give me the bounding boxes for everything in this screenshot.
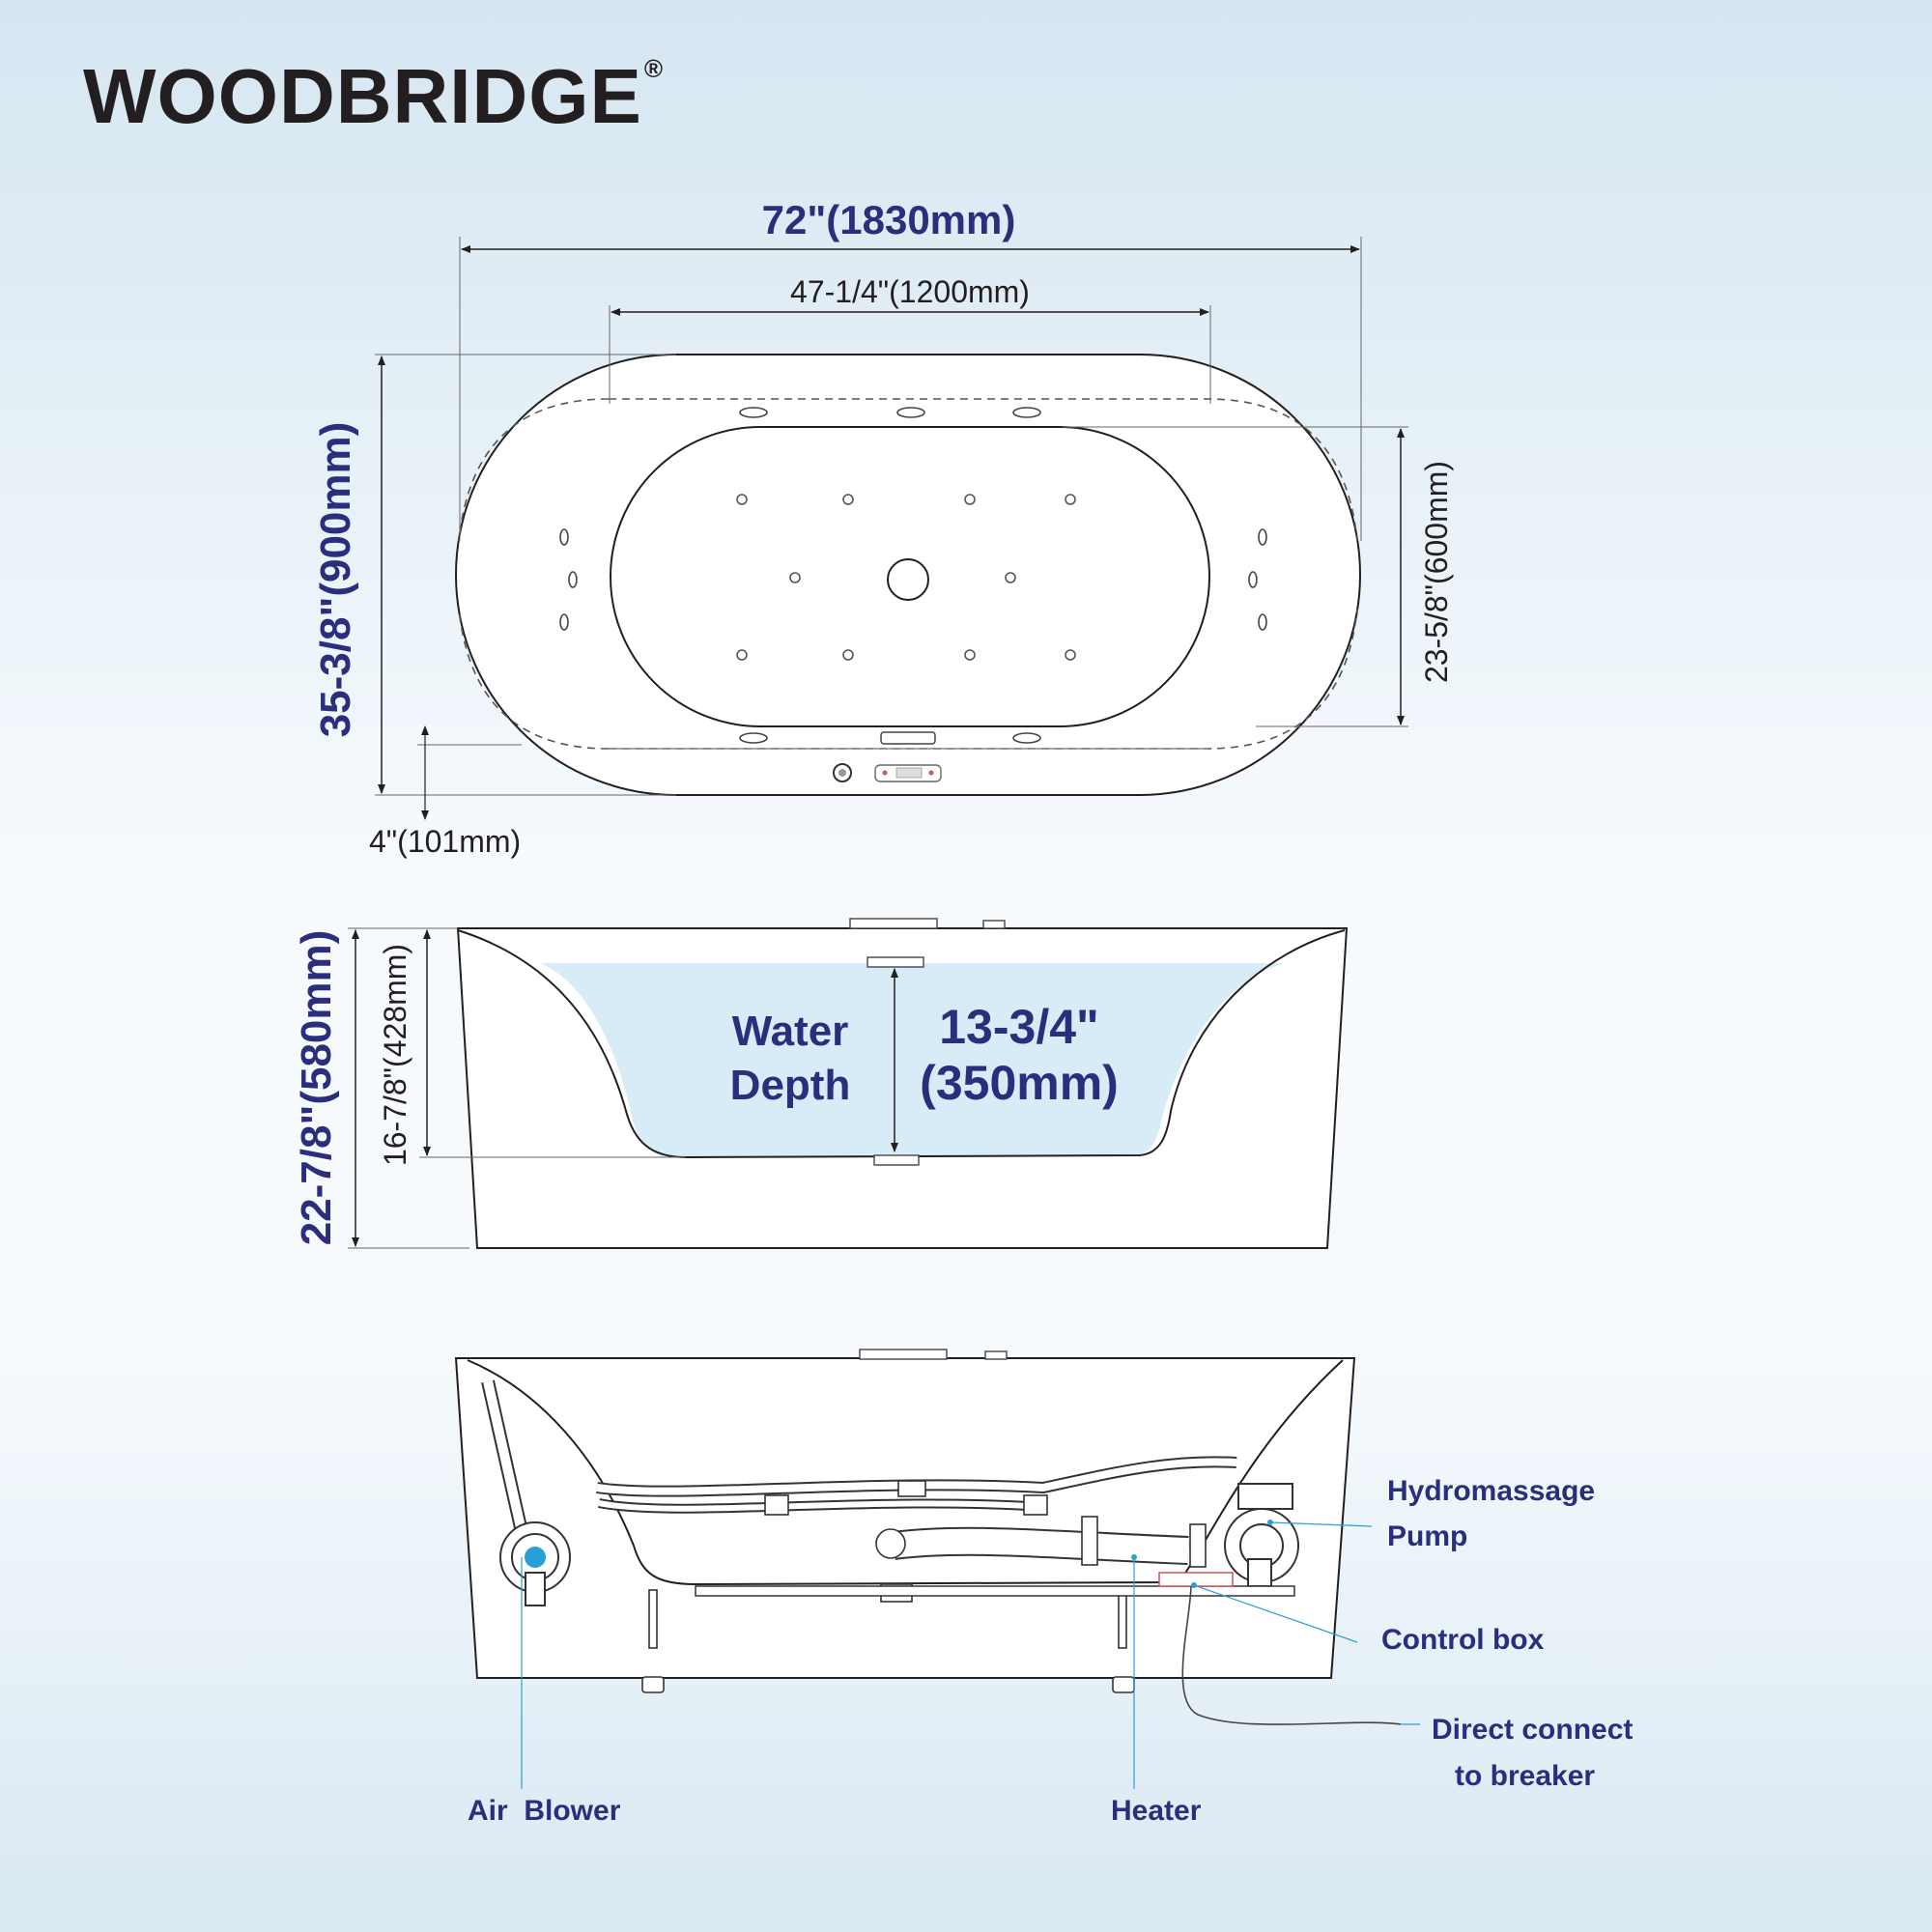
label-pump-line1: Hydromassage [1387, 1475, 1595, 1507]
component-view: Hydromassage Pump Control box Direct con… [454, 1349, 1633, 1827]
tub-dashed-outline [458, 398, 1358, 750]
label-breaker-line2: to breaker [1455, 1760, 1595, 1792]
control-panel-icon [874, 764, 942, 782]
brand-logo: WOODBRIDGE® [83, 56, 664, 135]
leader-lines [521, 1521, 1373, 1789]
label-breaker-line1: Direct connect [1432, 1714, 1633, 1746]
dim-interior-length: 47-1/4"(1200mm) [790, 274, 1030, 309]
tub-body-outline [454, 1357, 1356, 1679]
pipework [481, 1379, 1237, 1577]
hydromassage-pump-icon [1224, 1483, 1299, 1587]
overflow-icon [880, 731, 936, 745]
side-view: Water Depth 13-3/4" (350mm) 22-7/8"(580m… [293, 918, 1349, 1249]
dim-overall-height: 22-7/8"(580mm) [293, 930, 340, 1246]
floor-jets [736, 494, 1076, 661]
air-blower-icon [499, 1521, 571, 1606]
power-cable [1181, 1585, 1402, 1725]
top-view: 72"(1830mm) 47-1/4"(1200mm) 35-3/8"(900m… [312, 197, 1454, 859]
side-jets [559, 407, 1267, 744]
label-control-box: Control box [1381, 1624, 1545, 1656]
label-air-blower: Air Blower [468, 1795, 621, 1827]
dim-overall-width: 35-3/8"(900mm) [312, 422, 359, 738]
water-label-line1: Water [732, 1008, 849, 1055]
label-pump-line2: Pump [1387, 1520, 1467, 1552]
dim-interior-width: 23-5/8"(600mm) [1419, 461, 1454, 683]
water-fill [541, 963, 1285, 1157]
water-depth-line1: 13-3/4" [939, 1000, 1098, 1054]
dim-interior-depth: 16-7/8"(428mm) [378, 944, 412, 1166]
brand-name: WOODBRIDGE [83, 53, 642, 139]
water-label-line2: Depth [730, 1062, 851, 1109]
drain-icon [887, 558, 929, 601]
dim-overall-length: 72"(1830mm) [762, 197, 1016, 242]
water-depth-line2: (350mm) [920, 1056, 1119, 1110]
registered-mark: ® [643, 54, 665, 83]
dim-rim-width: 4"(101mm) [369, 824, 521, 859]
label-heater: Heater [1111, 1795, 1202, 1827]
